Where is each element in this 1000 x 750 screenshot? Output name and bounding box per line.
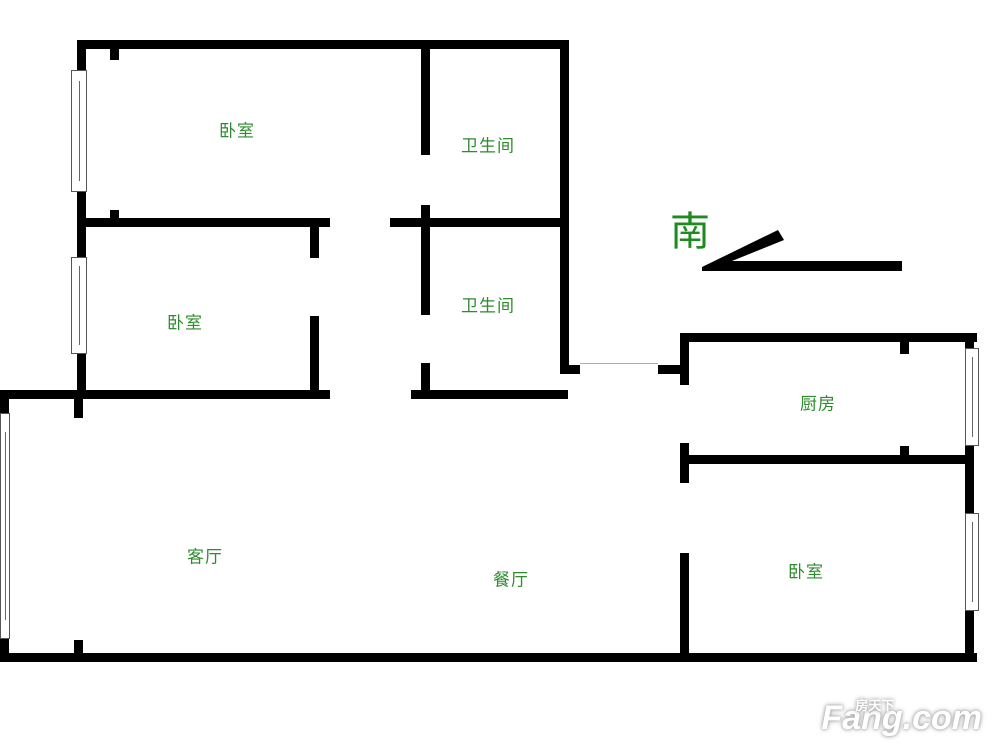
wall-segment xyxy=(77,218,330,227)
room-label-dining-room: 餐厅 xyxy=(493,570,529,591)
wall-segment xyxy=(965,333,974,662)
wall-segment xyxy=(390,218,568,227)
wall-segment xyxy=(900,446,909,456)
room-label-bedroom-3: 卧室 xyxy=(788,562,824,583)
sliding-door-line xyxy=(580,363,658,364)
room-label-living-room: 客厅 xyxy=(187,547,223,568)
wall-segment xyxy=(411,390,568,399)
window xyxy=(71,257,87,354)
wall-segment xyxy=(310,226,319,258)
wall-segment xyxy=(77,40,569,49)
south-arrow-icon xyxy=(702,230,902,271)
wall-segment xyxy=(421,48,430,155)
wall-segment xyxy=(310,316,319,398)
wall-segment xyxy=(74,398,83,418)
watermark-cn: 房天下 xyxy=(855,698,895,713)
wall-segment xyxy=(74,640,83,654)
wall-segment xyxy=(421,363,430,398)
room-label-bathroom-2: 卫生间 xyxy=(461,296,515,317)
room-label-bedroom-2: 卧室 xyxy=(167,313,203,334)
wall-segment xyxy=(421,205,430,315)
window xyxy=(0,413,10,639)
wall-segment xyxy=(560,40,569,373)
wall-segment xyxy=(680,455,970,464)
wall-segment xyxy=(0,653,977,662)
wall-segment xyxy=(658,365,688,374)
wall-segment xyxy=(560,365,580,374)
wall-segment xyxy=(0,390,330,399)
room-label-bathroom-1: 卫生间 xyxy=(461,136,515,157)
wall-segment xyxy=(110,48,119,60)
compass-south-label: 南 xyxy=(670,209,710,255)
wall-segment xyxy=(680,333,977,342)
wall-segment xyxy=(680,553,689,654)
watermark-brand: Fang.com xyxy=(821,699,982,737)
window xyxy=(71,70,87,192)
room-label-kitchen: 厨房 xyxy=(800,394,836,415)
wall-segment xyxy=(110,210,119,220)
fang-watermark-logo: Fang.com 房天下 xyxy=(821,698,982,738)
wall-segment xyxy=(680,333,689,385)
wall-segment xyxy=(900,340,909,354)
room-label-bedroom-1: 卧室 xyxy=(219,121,255,142)
window xyxy=(965,513,979,611)
window xyxy=(965,348,979,446)
